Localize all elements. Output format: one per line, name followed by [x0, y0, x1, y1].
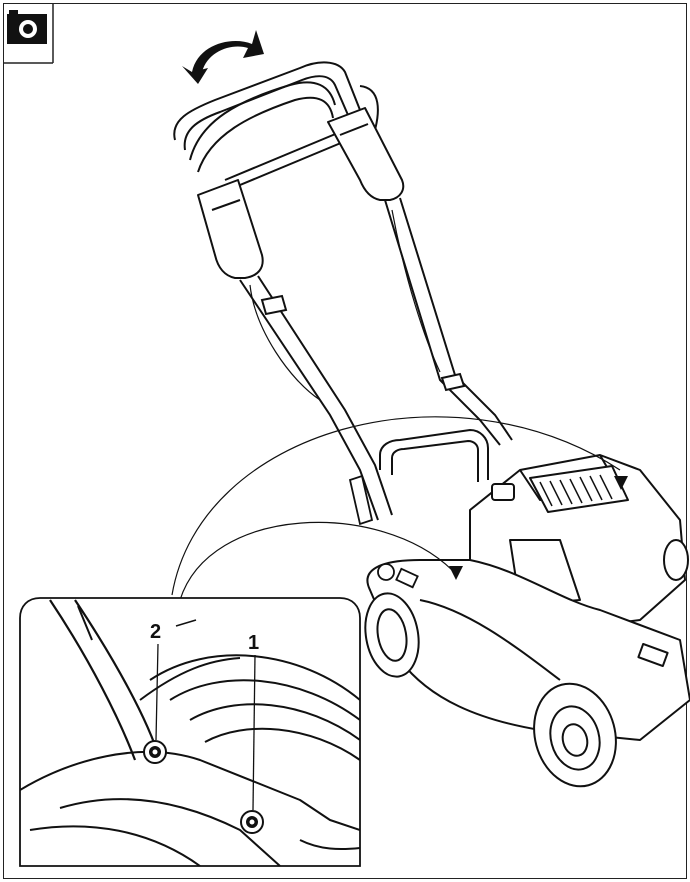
right-grip	[327, 107, 405, 201]
front-wheel	[533, 682, 617, 788]
page-border	[3, 3, 687, 879]
curved-arrow-icon	[182, 30, 264, 84]
callout-label-1: 1	[248, 632, 260, 654]
handle-top	[173, 61, 379, 191]
camera-icon	[7, 10, 47, 44]
arrow-down-icon	[449, 476, 628, 580]
leader-line-2	[155, 643, 159, 741]
rear-wheel	[364, 592, 420, 678]
handle-mount	[348, 474, 419, 589]
left-grip	[197, 179, 264, 279]
grass-bag-frame	[379, 428, 489, 482]
front-right-wheel	[663, 539, 689, 581]
callout-label-2: 2	[150, 621, 162, 643]
leader-line-1	[252, 654, 256, 811]
nut-2-icon	[143, 740, 167, 764]
nut-1-icon	[240, 810, 264, 834]
right-handle-tube	[384, 197, 513, 446]
guide-arcs	[171, 416, 621, 601]
detail-inset	[19, 597, 361, 867]
mower-deck	[366, 559, 690, 741]
left-handle-tube	[239, 275, 393, 521]
